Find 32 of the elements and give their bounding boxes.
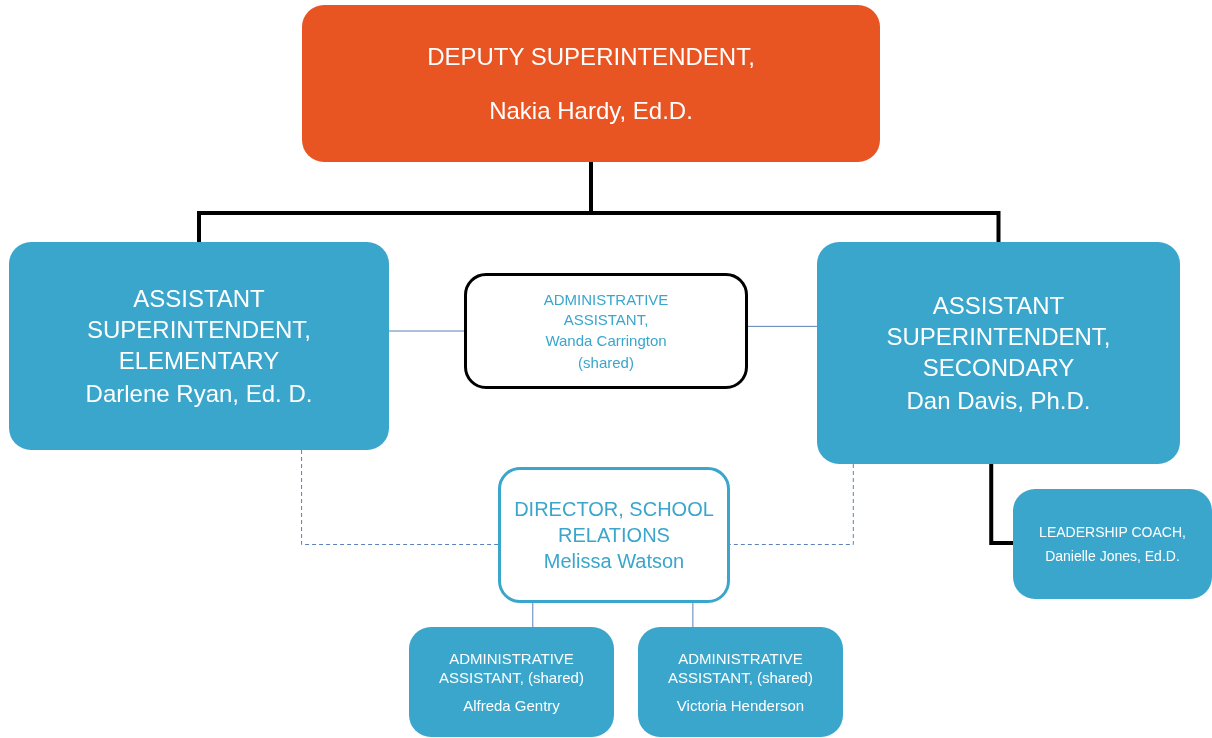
person-name: Alfreda Gentry (463, 695, 560, 716)
org-box (409, 627, 614, 737)
role-title: LEADERSHIP COACH, (1039, 522, 1186, 541)
person-name: Dan Davis, Ph.D. (906, 386, 1091, 417)
role-title: ADMINISTRATIVE ASSISTANT, (shared) (667, 648, 814, 688)
person-name: Danielle Jones, Ed.D. (1045, 547, 1180, 566)
role-title: ADMINISTRATIVE ASSISTANT, (shared) (438, 648, 585, 688)
org-box (1013, 489, 1212, 599)
person-name: Nakia Hardy, Ed.D. (489, 95, 693, 126)
role-title: ASSISTANT SUPERINTENDENT, ELEMENTARY (86, 283, 312, 376)
role-title: DEPUTY SUPERINTENDENT, (427, 42, 755, 73)
org-box (302, 5, 880, 162)
connector-line (989, 464, 1013, 545)
role-title: ASSISTANT SUPERINTENDENT, SECONDARY (885, 290, 1112, 383)
person-name: Darlene Ryan, Ed. D. (85, 379, 313, 410)
connector-line (692, 602, 694, 628)
org-box (817, 242, 1180, 464)
person-name: Wanda Carrington (545, 331, 667, 351)
connector-line (589, 162, 1001, 242)
org-box (464, 273, 748, 389)
connector-line (301, 449, 499, 545)
role-title: ADMINISTRATIVE ASSISTANT, (542, 290, 670, 329)
connector-line (532, 602, 534, 628)
org-box (638, 627, 843, 737)
person-name: (shared) (578, 352, 634, 372)
person-name: Melissa Watson (543, 549, 685, 574)
role-title: DIRECTOR, SCHOOL RELATIONS (513, 497, 715, 548)
connector-line (747, 325, 818, 327)
person-name: Victoria Henderson (676, 695, 805, 716)
org-box (498, 467, 730, 603)
org-box (9, 242, 389, 450)
connector-line (388, 330, 465, 332)
